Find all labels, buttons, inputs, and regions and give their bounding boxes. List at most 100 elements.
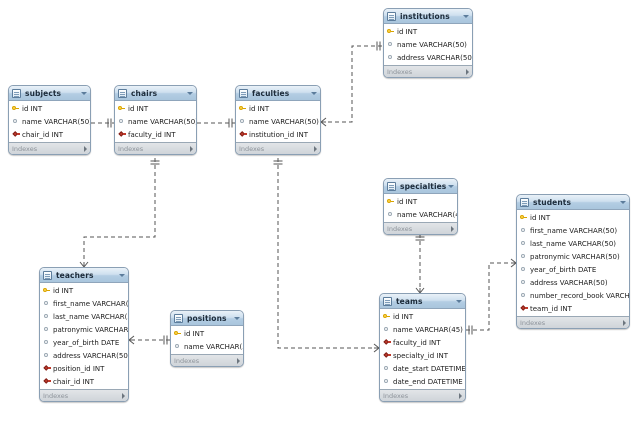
column-label: position_id INT — [53, 364, 105, 373]
column-row[interactable]: institution_id INT — [236, 128, 320, 141]
indexes-section-students[interactable]: Indexes — [517, 316, 629, 328]
indexes-section-subjects[interactable]: Indexes — [9, 142, 90, 154]
table-header-specialties[interactable]: specialties — [384, 179, 457, 194]
chevron-right-icon[interactable] — [466, 68, 469, 75]
indexes-section-teams[interactable]: Indexes — [380, 389, 465, 401]
column-label: patronymic VARCHAR(50) — [53, 325, 129, 334]
chevron-down-icon[interactable] — [81, 91, 87, 95]
column-row[interactable]: name VARCHAR(50) — [9, 115, 90, 128]
column-label: chair_id INT — [22, 130, 64, 139]
column-row[interactable]: id INT — [115, 102, 196, 115]
chevron-right-icon[interactable] — [623, 319, 626, 326]
column-row[interactable]: id INT — [9, 102, 90, 115]
chevron-down-icon[interactable] — [119, 273, 125, 277]
column-label: id INT — [249, 104, 270, 113]
indexes-section-institutions[interactable]: Indexes — [384, 65, 472, 77]
column-label: id INT — [397, 27, 418, 36]
column-row[interactable]: date_start DATETIME — [380, 362, 465, 375]
chevron-right-icon[interactable] — [84, 145, 87, 152]
table-header-faculties[interactable]: faculties — [236, 86, 320, 101]
column-row[interactable]: chair_id INT — [40, 375, 128, 388]
column-row[interactable]: date_end DATETIME — [380, 375, 465, 388]
column-row[interactable]: first_name VARCHAR(50) — [517, 224, 629, 237]
chevron-right-icon[interactable] — [451, 225, 454, 232]
column-row[interactable]: patronymic VARCHAR(50) — [40, 323, 128, 336]
column-row[interactable]: team_id INT — [517, 302, 629, 315]
column-label: team_id INT — [530, 304, 572, 313]
chevron-right-icon[interactable] — [314, 145, 317, 152]
chevron-down-icon[interactable] — [463, 14, 469, 18]
column-row[interactable]: name VARCHAR(45) — [380, 323, 465, 336]
table-header-positions[interactable]: positions — [171, 311, 243, 326]
column-row[interactable]: name VARCHAR(50) — [115, 115, 196, 128]
column-row[interactable]: name VARCHAR(45) — [384, 208, 457, 221]
column-row[interactable]: id INT — [171, 327, 243, 340]
table-faculties[interactable]: faculties id INT name VARCHAR(50)instituti… — [235, 85, 321, 155]
table-title: teachers — [56, 270, 94, 280]
column-row[interactable]: address VARCHAR(50) — [384, 51, 472, 64]
column-icon — [520, 266, 527, 273]
column-row[interactable]: position_id INT — [40, 362, 128, 375]
column-row[interactable]: id INT — [384, 195, 457, 208]
column-row[interactable]: id INT — [517, 211, 629, 224]
chevron-down-icon[interactable] — [311, 91, 317, 95]
table-header-institutions[interactable]: institutions — [384, 9, 472, 24]
column-label: year_of_birth DATE — [53, 338, 120, 347]
column-row[interactable]: specialty_id INT — [380, 349, 465, 362]
chevron-down-icon[interactable] — [456, 299, 462, 303]
table-header-subjects[interactable]: subjects — [9, 86, 90, 101]
table-institutions[interactable]: institutions id INT name VARCHAR(50)addres… — [383, 8, 473, 78]
column-row[interactable]: name VARCHAR(50) — [236, 115, 320, 128]
column-list: id INT name VARCHAR(50)address VARCHAR(50… — [384, 24, 472, 65]
indexes-section-chairs[interactable]: Indexes — [115, 142, 196, 154]
column-row[interactable]: id INT — [236, 102, 320, 115]
chevron-down-icon[interactable] — [448, 184, 454, 188]
column-row[interactable]: chair_id INT — [9, 128, 90, 141]
column-icon — [520, 227, 527, 234]
column-row[interactable]: number_record_book VARCHAR(45) — [517, 289, 629, 302]
chevron-down-icon[interactable] — [234, 316, 240, 320]
column-row[interactable]: year_of_birth DATE — [40, 336, 128, 349]
column-row[interactable]: last_name VARCHAR(50) — [517, 237, 629, 250]
column-row[interactable]: year_of_birth DATE — [517, 263, 629, 276]
indexes-section-positions[interactable]: Indexes — [171, 354, 243, 366]
table-header-teams[interactable]: teams — [380, 294, 465, 309]
fk-diamond-icon — [43, 365, 51, 372]
column-row[interactable]: last_name VARCHAR(50) — [40, 310, 128, 323]
column-row[interactable]: patronymic VARCHAR(50) — [517, 250, 629, 263]
chevron-right-icon[interactable] — [459, 392, 462, 399]
indexes-section-teachers[interactable]: Indexes — [40, 389, 128, 401]
column-row[interactable]: id INT — [380, 310, 465, 323]
column-row[interactable]: id INT — [384, 25, 472, 38]
column-row[interactable]: faculty_id INT — [380, 336, 465, 349]
column-row[interactable]: address VARCHAR(50) — [40, 349, 128, 362]
column-row[interactable]: address VARCHAR(50) — [517, 276, 629, 289]
table-header-teachers[interactable]: teachers — [40, 268, 128, 283]
chevron-right-icon[interactable] — [237, 357, 240, 364]
column-row[interactable]: id INT — [40, 284, 128, 297]
column-row[interactable]: name VARCHAR(50) — [171, 340, 243, 353]
indexes-section-specialties[interactable]: Indexes — [384, 222, 457, 234]
column-row[interactable]: first_name VARCHAR(50) — [40, 297, 128, 310]
indexes-section-faculties[interactable]: Indexes — [236, 142, 320, 154]
column-label: name VARCHAR(45) — [393, 325, 463, 334]
column-icon — [520, 279, 527, 286]
table-header-students[interactable]: students — [517, 195, 629, 210]
column-label: address VARCHAR(50) — [53, 351, 129, 360]
chevron-right-icon[interactable] — [122, 392, 125, 399]
chevron-down-icon[interactable] — [620, 200, 626, 204]
column-row[interactable]: faculty_id INT — [115, 128, 196, 141]
table-header-chairs[interactable]: chairs — [115, 86, 196, 101]
column-row[interactable]: name VARCHAR(50) — [384, 38, 472, 51]
chevron-right-icon[interactable] — [190, 145, 193, 152]
chevron-down-icon[interactable] — [187, 91, 193, 95]
